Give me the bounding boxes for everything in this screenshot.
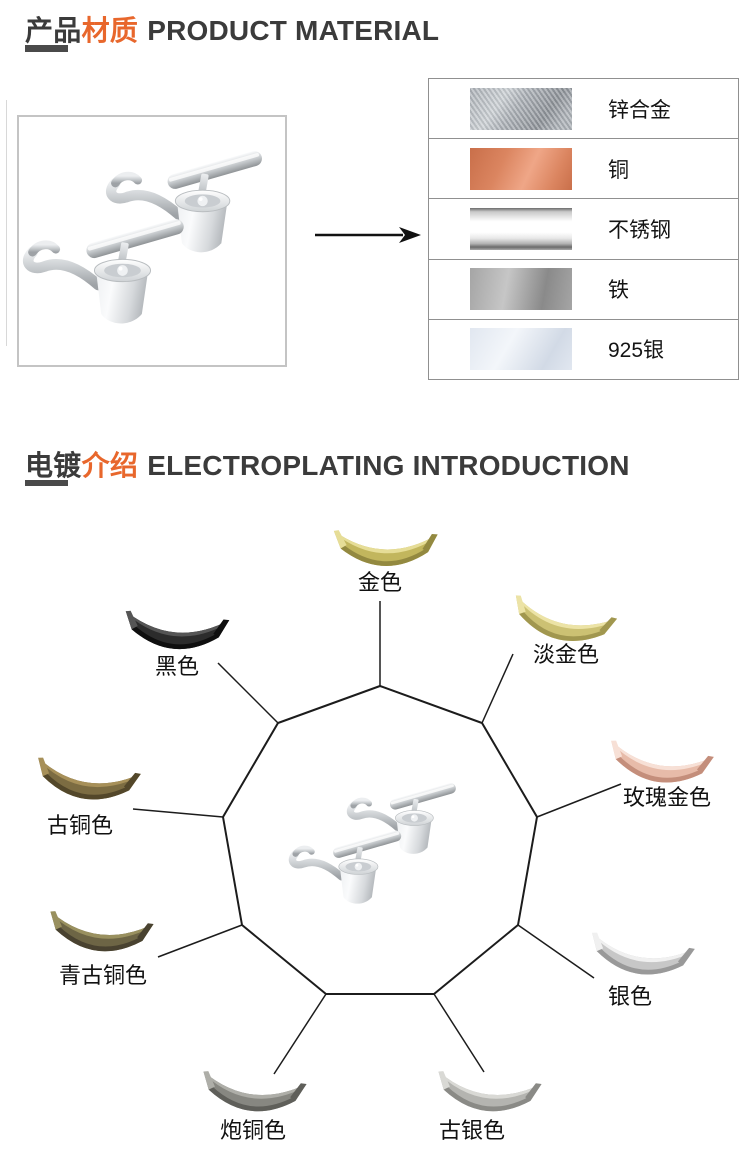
title-en: PRODUCT MATERIAL <box>147 15 440 46</box>
material-row: 不锈钢 <box>429 198 738 258</box>
plating-swatch-antique-silver <box>426 1059 550 1125</box>
plating-swatch-gold <box>325 519 445 575</box>
plating-label-green-bronze: 青古铜色 <box>58 963 148 988</box>
title-underline-bar <box>25 45 68 52</box>
material-label: 不锈钢 <box>608 219 671 242</box>
pipe-cufflinks-illustration <box>286 776 472 916</box>
plating-label-black: 黑色 <box>154 654 200 679</box>
plating-label-gunmetal: 炮铜色 <box>219 1118 287 1143</box>
center-product-photo <box>286 776 472 916</box>
material-swatch-zinc-alloy <box>470 87 572 130</box>
material-swatch-copper <box>470 147 572 190</box>
material-label: 925银 <box>608 339 665 363</box>
title-zh-primary: 产品 <box>25 15 82 46</box>
material-label: 铜 <box>608 158 629 182</box>
material-row: 锌合金 <box>429 79 738 138</box>
product-photo <box>17 115 287 367</box>
plating-label-antique-bronze: 古铜色 <box>46 813 114 838</box>
material-row: 铜 <box>429 138 738 198</box>
material-label: 锌合金 <box>608 98 671 122</box>
title-underline-bar <box>25 480 68 486</box>
plating-label-silver: 银色 <box>607 984 653 1009</box>
section-title-electroplating: 电镀介绍 ELECTROPLATING INTRODUCTION <box>25 444 630 484</box>
plating-label-rose-gold: 玫瑰金色 <box>622 785 712 810</box>
plating-label-gold: 金色 <box>357 570 403 595</box>
section-title-product-material: 产品材质 PRODUCT MATERIAL <box>25 9 439 49</box>
title-zh-accent: 介绍 <box>81 450 139 481</box>
material-row: 铁 <box>429 258 738 319</box>
pipe-cufflinks-illustration <box>19 117 285 365</box>
page-edge-line <box>6 100 7 346</box>
title-zh-primary: 电镀 <box>25 450 82 481</box>
plating-label-antique-silver: 古银色 <box>438 1118 506 1143</box>
material-row: 925银 <box>429 318 738 379</box>
material-swatch-silver-925 <box>470 328 572 371</box>
plating-swatch-gunmetal <box>191 1059 315 1125</box>
plating-swatch-black <box>115 599 238 661</box>
title-en: ELECTROPLATING INTRODUCTION <box>147 450 630 481</box>
plating-label-light-gold: 淡金色 <box>532 642 600 667</box>
material-label: 铁 <box>608 279 629 303</box>
plating-swatch-green-bronze <box>38 899 162 965</box>
material-swatch-stainless-steel <box>470 208 572 250</box>
arrow-right-icon <box>315 227 421 243</box>
plating-swatch-antique-bronze <box>25 745 150 815</box>
material-swatch-iron <box>470 268 572 311</box>
material-table: 锌合金 铜 不锈钢 铁 925银 <box>428 78 739 380</box>
title-zh-accent: 材质 <box>81 15 139 46</box>
plating-swatch-silver <box>579 920 704 990</box>
